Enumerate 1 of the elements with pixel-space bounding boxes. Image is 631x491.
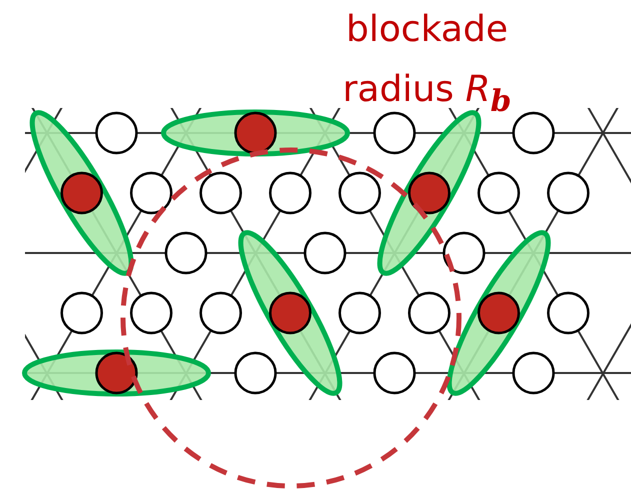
blockade-radius-label: blockade radius R$_{b}$ (342, 8, 512, 121)
